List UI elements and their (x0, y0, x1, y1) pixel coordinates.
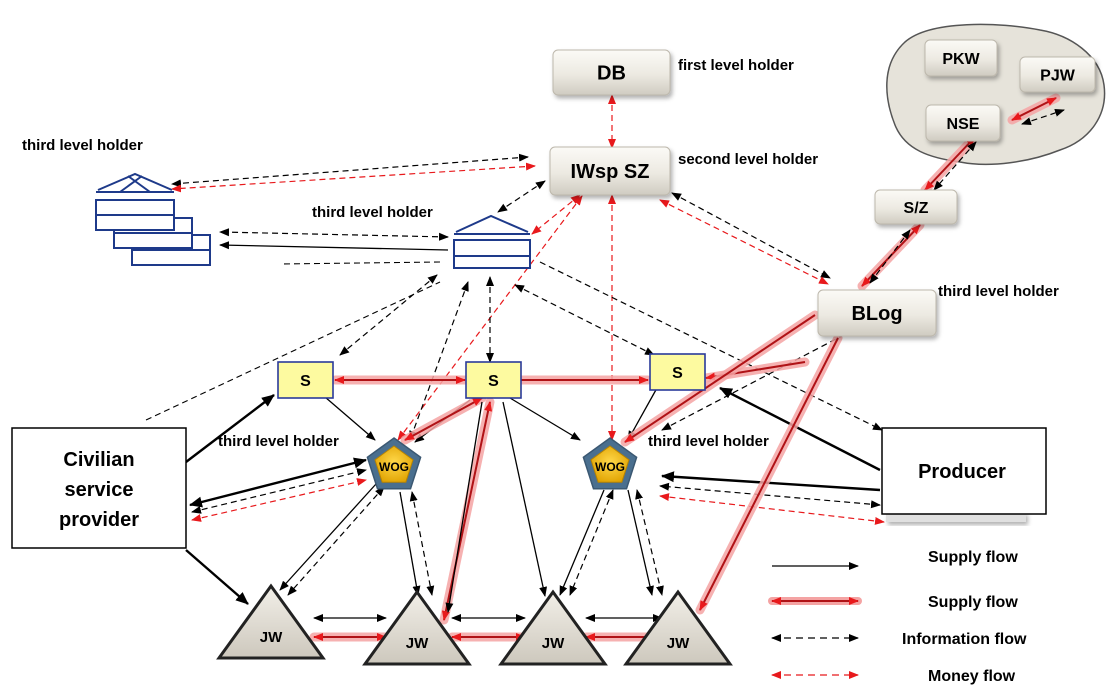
s-box-left (277, 361, 334, 399)
wog-right-jw3-info (569, 489, 614, 596)
jw-2-label: JW (406, 635, 429, 652)
civilian-wog-money (191, 478, 367, 522)
legend-label-money-flow: Money flow (928, 668, 1016, 685)
civilian-label-line-1: Civilian (63, 449, 134, 471)
jw-1-label: JW (260, 629, 283, 646)
blog-jw4-supply (695, 333, 843, 615)
pjw-box (1019, 56, 1096, 93)
legend: Supply flow Supply flow Information flow… (768, 549, 1027, 685)
flow-connections (145, 93, 1065, 642)
db-box-label: DB (597, 63, 626, 85)
iwsp-building-money (531, 194, 581, 235)
wog-left-label: WOG (379, 460, 409, 474)
iwsp-blog-money (659, 199, 829, 285)
nse-pjw-supply (1007, 93, 1061, 125)
label-third-level-holder-top-left: third level holder (22, 137, 143, 154)
s2-wog-right (509, 397, 581, 441)
civilian-wog-supply (189, 457, 367, 508)
building-icon (453, 214, 531, 269)
civilian-building-dash (145, 281, 441, 421)
db-box (552, 49, 671, 96)
civilian-jw1-supply (185, 549, 249, 605)
nse-sz-info (933, 141, 977, 191)
s-box-center-label: S (488, 373, 499, 390)
legend-label-information-flow: Information flow (902, 631, 1027, 648)
s-box-right-label: S (672, 365, 683, 382)
blog-wog-right-supply (620, 310, 820, 447)
label-third-level-holder-center: third level holder (312, 204, 433, 221)
iwsp-sz-box (549, 146, 671, 196)
wog-left-s2-supply (400, 393, 487, 445)
jw-4-label: JW (667, 635, 690, 652)
building-building-dash (279, 261, 441, 265)
producer-wog-money (659, 493, 885, 525)
civilian-service-provider-box (11, 427, 187, 549)
s-box-center (465, 361, 522, 399)
jw-3 (498, 589, 608, 666)
s2-jw2-supply-thin (445, 401, 483, 613)
jw-1 (216, 583, 326, 660)
nse-pjw-info (1021, 109, 1065, 125)
label-second-level-holder: second level holder (678, 151, 818, 168)
buildings-building-supply (219, 241, 449, 251)
label-third-level-holder-wog-right: third level holder (648, 433, 769, 450)
building-s3-info (514, 284, 655, 356)
civilian-label-line-3: provider (59, 509, 139, 531)
civilian-label-line-2: service (65, 479, 134, 501)
legend-label-supply-flow-2: Supply flow (928, 594, 1018, 611)
civilian-s1-supply (185, 394, 275, 463)
s3-wog-right (627, 387, 658, 441)
building-s1-info (339, 274, 438, 356)
wog-left-jw1-info (287, 486, 385, 596)
label-third-level-holder-wog-left: third level holder (218, 433, 339, 450)
jw-2 (362, 589, 472, 666)
wog-right-jw4-supply (627, 489, 654, 596)
building-wog-left-info (409, 281, 469, 441)
wog-right-jw3-supply (559, 489, 605, 596)
iwsp-buildings-info (171, 153, 529, 188)
wog-right-jw4-info (635, 489, 664, 596)
iwsp-building-info (497, 180, 546, 213)
pkw-box-label: PKW (942, 51, 980, 68)
sz-box (874, 189, 958, 225)
label-first-level-holder: first level holder (678, 57, 794, 74)
iwsp-blog-info (671, 192, 831, 279)
producer-s3-supply (719, 386, 881, 472)
legend-label-supply-flow-1: Supply flow (928, 549, 1018, 566)
jw-3-label: JW (542, 635, 565, 652)
s2-jw2-supply (439, 397, 495, 625)
s-box-right (649, 353, 706, 391)
producer-box (881, 427, 1047, 515)
label-third-level-holder-blog: third level holder (938, 283, 1059, 300)
wog-right-label: WOG (595, 460, 625, 474)
blog-box-label: BLog (851, 303, 902, 325)
wog-left-jw2-info (409, 491, 435, 596)
sz-box-label: S/Z (904, 200, 929, 217)
blog-box (817, 289, 937, 337)
s1-wog-left (324, 396, 376, 441)
nse-box (925, 104, 1001, 142)
s-box-left-label: S (300, 373, 311, 390)
buildings-building-info (219, 228, 449, 241)
pkw-box (924, 39, 998, 77)
producer-label: Producer (918, 461, 1006, 483)
iwsp-buildings-money (171, 162, 536, 193)
s2-jw3-supply (502, 401, 548, 597)
pjw-box-label: PJW (1040, 67, 1076, 84)
nse-box-label: NSE (947, 116, 980, 133)
jw-4 (623, 589, 733, 666)
civilian-wog-info (191, 468, 367, 514)
iwsp-sz-box-label: IWsp SZ (571, 161, 650, 183)
wog-left-jw1-supply (279, 483, 377, 591)
building-producer-info (539, 261, 883, 431)
building-stack-icon (95, 172, 211, 266)
sz-blog-info (869, 229, 911, 284)
